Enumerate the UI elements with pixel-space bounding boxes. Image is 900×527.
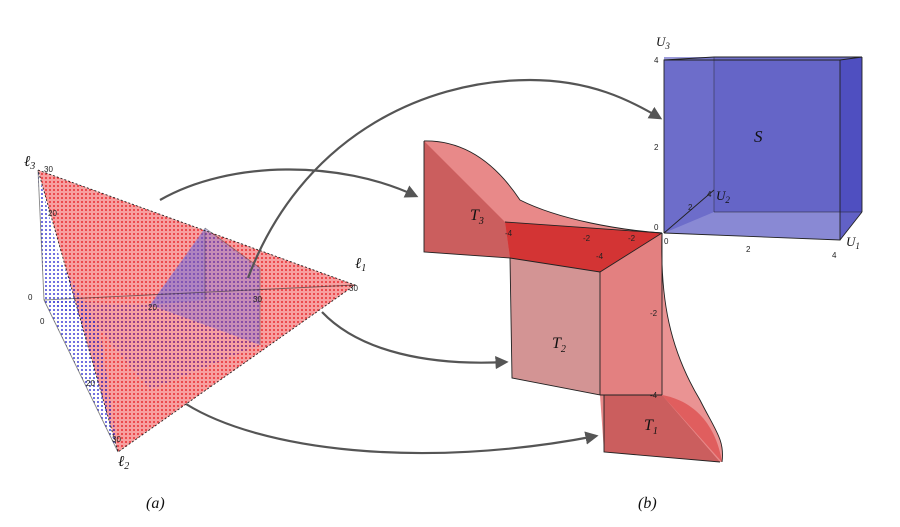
- tick-neg-2b: -2: [628, 234, 636, 243]
- tick-U2-2: 2: [688, 203, 693, 212]
- tick-l3-0: 0: [28, 293, 33, 302]
- arrow-to-T2: [321, 311, 509, 370]
- panel-a-simplex: 30 0 0 30 30 30 20 20 20 ℓ3 ℓ1 ℓ2: [24, 154, 366, 472]
- blue-cube-face-2: [150, 228, 205, 305]
- panel-b-sets: -4 -2 -2 -4 -2 -4 T3 T2 T1: [423, 140, 723, 463]
- label-T3: T3: [470, 207, 484, 227]
- tick-neg-2c: -2: [650, 309, 658, 318]
- axis-label-U1: U1: [846, 234, 860, 251]
- blue-lattice-region-inner: [44, 230, 260, 390]
- axis-l2-line: [43, 299, 119, 453]
- tick-l1-30: 30: [349, 284, 358, 293]
- tick-U1-2: 2: [746, 245, 751, 254]
- tick-U3-2: 2: [654, 143, 659, 152]
- tick-l1-mid-30: 30: [253, 295, 262, 304]
- arrow-to-T3: [159, 168, 419, 201]
- axis-label-U2: U2: [716, 188, 730, 205]
- cube-left-face: [664, 57, 714, 233]
- caption-a: (a): [146, 495, 165, 512]
- tick-U-origin: 0: [654, 223, 659, 232]
- tick-l3-30: 30: [44, 165, 53, 174]
- set-T1-face: [604, 395, 720, 462]
- axis-l3-line: [37, 169, 45, 301]
- set-center-face: [505, 222, 662, 272]
- tick-l3-20: 20: [48, 209, 57, 218]
- tick-l2-30: 30: [112, 435, 121, 444]
- axis-label-l3: ℓ3: [24, 154, 35, 172]
- axis-label-l1: ℓ1: [355, 256, 366, 274]
- tick-inner-20: 20: [148, 303, 157, 312]
- tick-origin-0: 0: [40, 317, 45, 326]
- cube-top-face: [664, 57, 862, 60]
- set-right-surface: [661, 233, 723, 462]
- axis-label-l2: ℓ2: [118, 454, 129, 472]
- axis-l1-line: [43, 284, 356, 301]
- tick-neg-4b: -4: [596, 252, 604, 261]
- mapping-arrows: [159, 78, 663, 455]
- cube-side-face: [840, 57, 862, 240]
- tick-neg-4a: -4: [505, 229, 513, 238]
- tick-l2-20: 20: [86, 379, 95, 388]
- panel-b-cube: 4 2 0 2 4 4 2 0 S U3 U2 U1: [654, 34, 863, 260]
- tick-U3-4: 4: [654, 56, 659, 65]
- label-T1: T1: [644, 417, 658, 437]
- set-center-face-2: [600, 233, 662, 395]
- tick-neg-4c: -4: [650, 391, 658, 400]
- tick-neg-2a: -2: [583, 234, 591, 243]
- label-T2: T2: [552, 335, 566, 355]
- set-T2-face: [510, 258, 600, 395]
- label-S: S: [754, 127, 763, 146]
- arrow-to-S: [246, 78, 663, 279]
- axis-label-U3: U3: [656, 34, 670, 51]
- tick-U1-4: 4: [832, 251, 837, 260]
- blue-cube-face: [150, 228, 260, 345]
- tick-U2-0: 0: [664, 237, 669, 246]
- caption-b: (b): [638, 495, 657, 512]
- arrow-to-T1: [185, 403, 599, 455]
- tick-U2-4: 4: [707, 190, 712, 199]
- set-T3-face: [424, 141, 510, 258]
